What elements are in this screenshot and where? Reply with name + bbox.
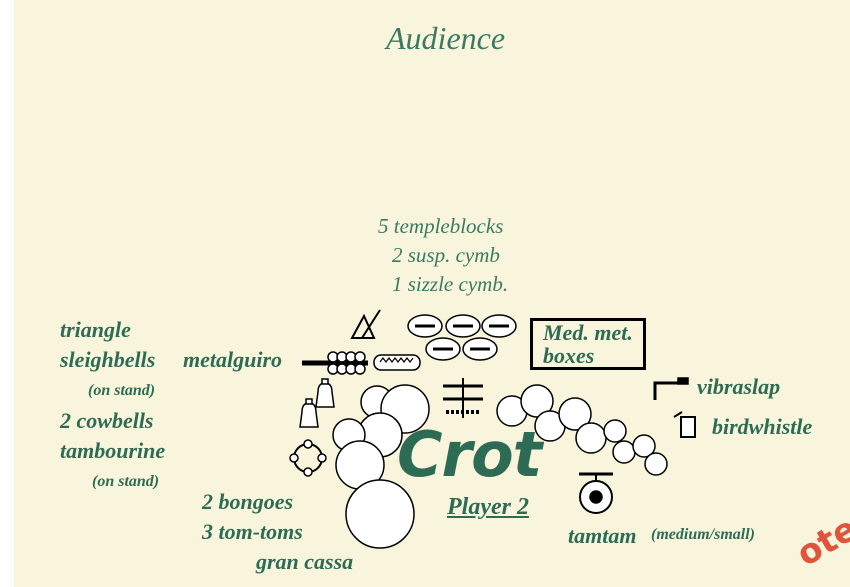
metalguiro-label: metalguiro xyxy=(183,347,283,372)
birdwhistle-icon xyxy=(673,411,696,438)
sizzle-cymb-label: 1 sizzle cymb. xyxy=(392,272,509,296)
tamtam-size-label: (medium/small) xyxy=(651,526,755,543)
paper-background xyxy=(14,0,850,587)
tambourine-icon xyxy=(289,439,327,477)
birdwhistle-label: birdwhistle xyxy=(712,414,813,439)
metal-boxes-frame: Med. met. boxes xyxy=(530,318,646,370)
templeblocks-icon xyxy=(407,314,517,361)
triangle-icon xyxy=(350,309,381,339)
tamtam-label: tamtam xyxy=(568,523,637,548)
templeblocks-label: 5 templeblocks xyxy=(378,214,504,238)
suspended-cymbals-icon xyxy=(443,378,483,418)
triangle-label: triangle xyxy=(60,317,131,342)
bongoes-label: 2 bongoes xyxy=(202,489,294,514)
metalguiro-icon xyxy=(373,354,421,371)
vibraslap-label: vibraslap xyxy=(697,374,781,399)
audience-title: Audience xyxy=(386,20,506,56)
on-stand-label: (on stand) xyxy=(88,382,156,399)
drums-icon xyxy=(332,384,430,549)
cowbells-icon xyxy=(299,378,335,428)
tamtam-icon xyxy=(579,472,613,514)
box-label-line1: Med. met. xyxy=(543,320,633,345)
tambourine-label: tambourine xyxy=(60,438,166,463)
sleighbells-icon xyxy=(302,351,368,375)
cowbells-label: 2 cowbells xyxy=(60,408,154,433)
vibraslap-icon xyxy=(653,377,689,400)
gran-cassa-label: gran cassa xyxy=(256,549,354,574)
metal-boxes-icon xyxy=(496,384,668,476)
susp-cymb-label: 2 susp. cymb xyxy=(392,243,500,267)
box-label-line2: boxes xyxy=(543,343,595,368)
on-stand-label: (on stand) xyxy=(92,473,160,490)
player-label: Player 2 xyxy=(447,494,529,520)
sleighbells-label: sleighbells xyxy=(60,347,156,372)
crot-title: Crot xyxy=(397,418,542,491)
tom-toms-label: 3 tom-toms xyxy=(202,519,303,544)
